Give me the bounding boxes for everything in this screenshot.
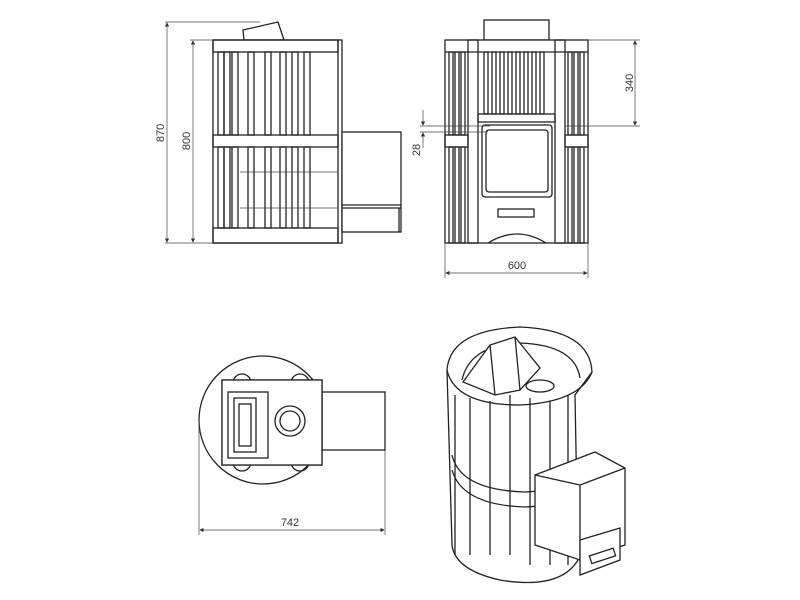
grille-bar bbox=[279, 146, 287, 229]
dim-label-28: 28 bbox=[411, 144, 423, 156]
firebox-extension-side bbox=[341, 131, 402, 233]
dim-label-800: 800 bbox=[181, 132, 193, 150]
grille-bar bbox=[579, 146, 585, 244]
chimney-front bbox=[483, 19, 550, 41]
dimension-600: 600 bbox=[444, 243, 589, 278]
dim-label-600: 600 bbox=[508, 260, 526, 272]
grille-bar bbox=[291, 51, 299, 136]
grille-bar bbox=[454, 146, 460, 244]
ash-door-slot bbox=[497, 208, 535, 218]
grille-bar bbox=[573, 146, 579, 244]
grille-bar bbox=[460, 146, 466, 244]
grille-bar bbox=[279, 51, 287, 136]
firebox-extension-top bbox=[321, 391, 386, 451]
grille-bar bbox=[247, 51, 255, 136]
grille-bar bbox=[448, 51, 454, 136]
top-view bbox=[198, 355, 386, 485]
grille-bar bbox=[454, 51, 460, 136]
grille-bar bbox=[303, 51, 311, 136]
grille-bar bbox=[579, 51, 585, 136]
dim-label-870: 870 bbox=[155, 124, 167, 142]
grille-bar bbox=[264, 51, 272, 136]
grille-bar bbox=[291, 146, 299, 229]
grille-bar bbox=[460, 51, 466, 136]
dimension-340: 340 bbox=[565, 39, 640, 127]
grille-bar bbox=[567, 51, 573, 136]
grille-bar bbox=[567, 146, 573, 244]
grille-bar bbox=[231, 146, 239, 229]
grille-bar bbox=[573, 51, 579, 136]
side-view bbox=[212, 21, 402, 244]
grille-bar bbox=[303, 146, 311, 229]
dimension-800: 800 bbox=[181, 39, 213, 243]
grille-bar bbox=[223, 51, 231, 136]
dimension-742: 742 bbox=[198, 420, 386, 535]
dimension-870: 870 bbox=[155, 21, 260, 244]
grille-bar bbox=[223, 146, 231, 229]
dim-label-340: 340 bbox=[624, 74, 636, 92]
grille-bar bbox=[448, 146, 454, 244]
stove-door bbox=[481, 124, 553, 198]
dimension-28: 28 bbox=[411, 110, 490, 156]
isometric-view bbox=[446, 326, 626, 584]
chimney-side bbox=[242, 21, 285, 41]
chimney-hole bbox=[274, 405, 306, 437]
dim-label-742: 742 bbox=[281, 517, 299, 529]
front-view bbox=[444, 19, 589, 244]
grille-bar bbox=[264, 146, 272, 229]
grille-bar bbox=[247, 146, 255, 229]
grille-bar bbox=[231, 51, 239, 136]
